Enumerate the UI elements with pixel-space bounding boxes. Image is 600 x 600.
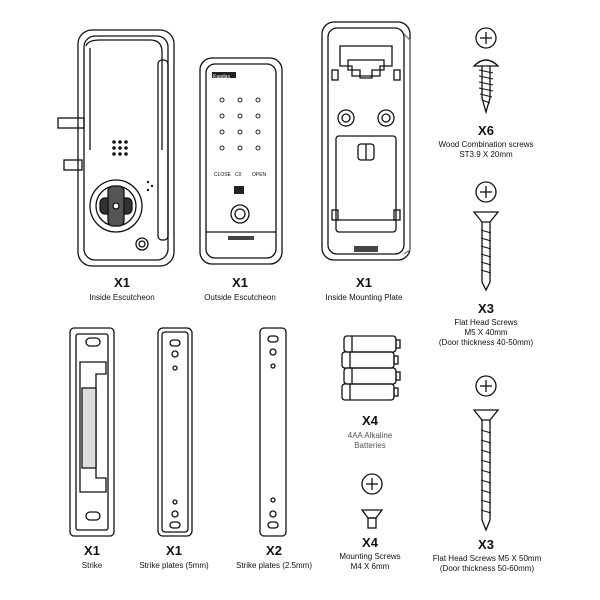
- mounting-plate-caption: Inside Mounting Plate: [325, 293, 403, 302]
- outside-escutcheon-caption: Outside Escutcheon: [204, 293, 276, 302]
- outside-escutcheon-drawing: [199, 57, 283, 265]
- mounting-screw-drawing: [360, 473, 384, 529]
- inside-escutcheon-drawing: [57, 29, 175, 267]
- mounting-screws-qty: X4: [362, 535, 378, 550]
- flat-head-screw-40-drawing: [472, 181, 500, 292]
- batteries-qty: X4: [362, 413, 378, 428]
- outside-escutcheon-brand: Kaadas: [213, 74, 230, 80]
- strike-caption: Strike: [81, 561, 103, 570]
- wood-screw-drawing: [472, 27, 500, 115]
- strike-plate-2-5mm-caption: Strike plates (2.5mm): [235, 561, 313, 570]
- strike-plate-2-5mm-drawing: [259, 327, 287, 537]
- keypad-c0-label: C0: [235, 172, 242, 178]
- flat-screws-50-qty: X3: [478, 537, 494, 552]
- flat-screws-50-caption: Flat Head Screws M5 X 50mm (Door thickne…: [432, 554, 542, 573]
- strike-plate-5mm-qty: X1: [166, 543, 182, 558]
- strike-plate-5mm-drawing: [157, 327, 193, 537]
- mounting-plate-qty: X1: [356, 275, 372, 290]
- outside-escutcheon-qty: X1: [232, 275, 248, 290]
- mounting-screws-caption: Mounting Screws M4 X 6mm: [339, 552, 401, 571]
- flat-screws-40-caption: Flat Head Screws M5 X 40mm (Door thickne…: [438, 318, 534, 347]
- keypad-open-label: OPEN: [252, 172, 267, 178]
- keypad-close-label: CLOSE: [214, 172, 232, 178]
- strike-drawing: [69, 327, 115, 537]
- strike-qty: X1: [84, 543, 100, 558]
- flat-screws-40-qty: X3: [478, 301, 494, 316]
- wood-screws-caption: Wood Combination screws ST3.9 X 20mm: [438, 140, 534, 159]
- batteries-caption: 4AA Alkaline Batteries: [347, 431, 393, 450]
- wood-screws-qty: X6: [478, 123, 494, 138]
- inside-mounting-plate-drawing: [321, 21, 411, 261]
- strike-plate-2-5mm-qty: X2: [266, 543, 282, 558]
- inside-escutcheon-qty: X1: [114, 275, 130, 290]
- flat-head-screw-50-drawing: [472, 375, 500, 532]
- inside-escutcheon-caption: Inside Escutcheon: [89, 293, 155, 302]
- strike-plate-5mm-caption: Strike plates (5mm): [139, 561, 209, 570]
- batteries-drawing: [341, 335, 401, 401]
